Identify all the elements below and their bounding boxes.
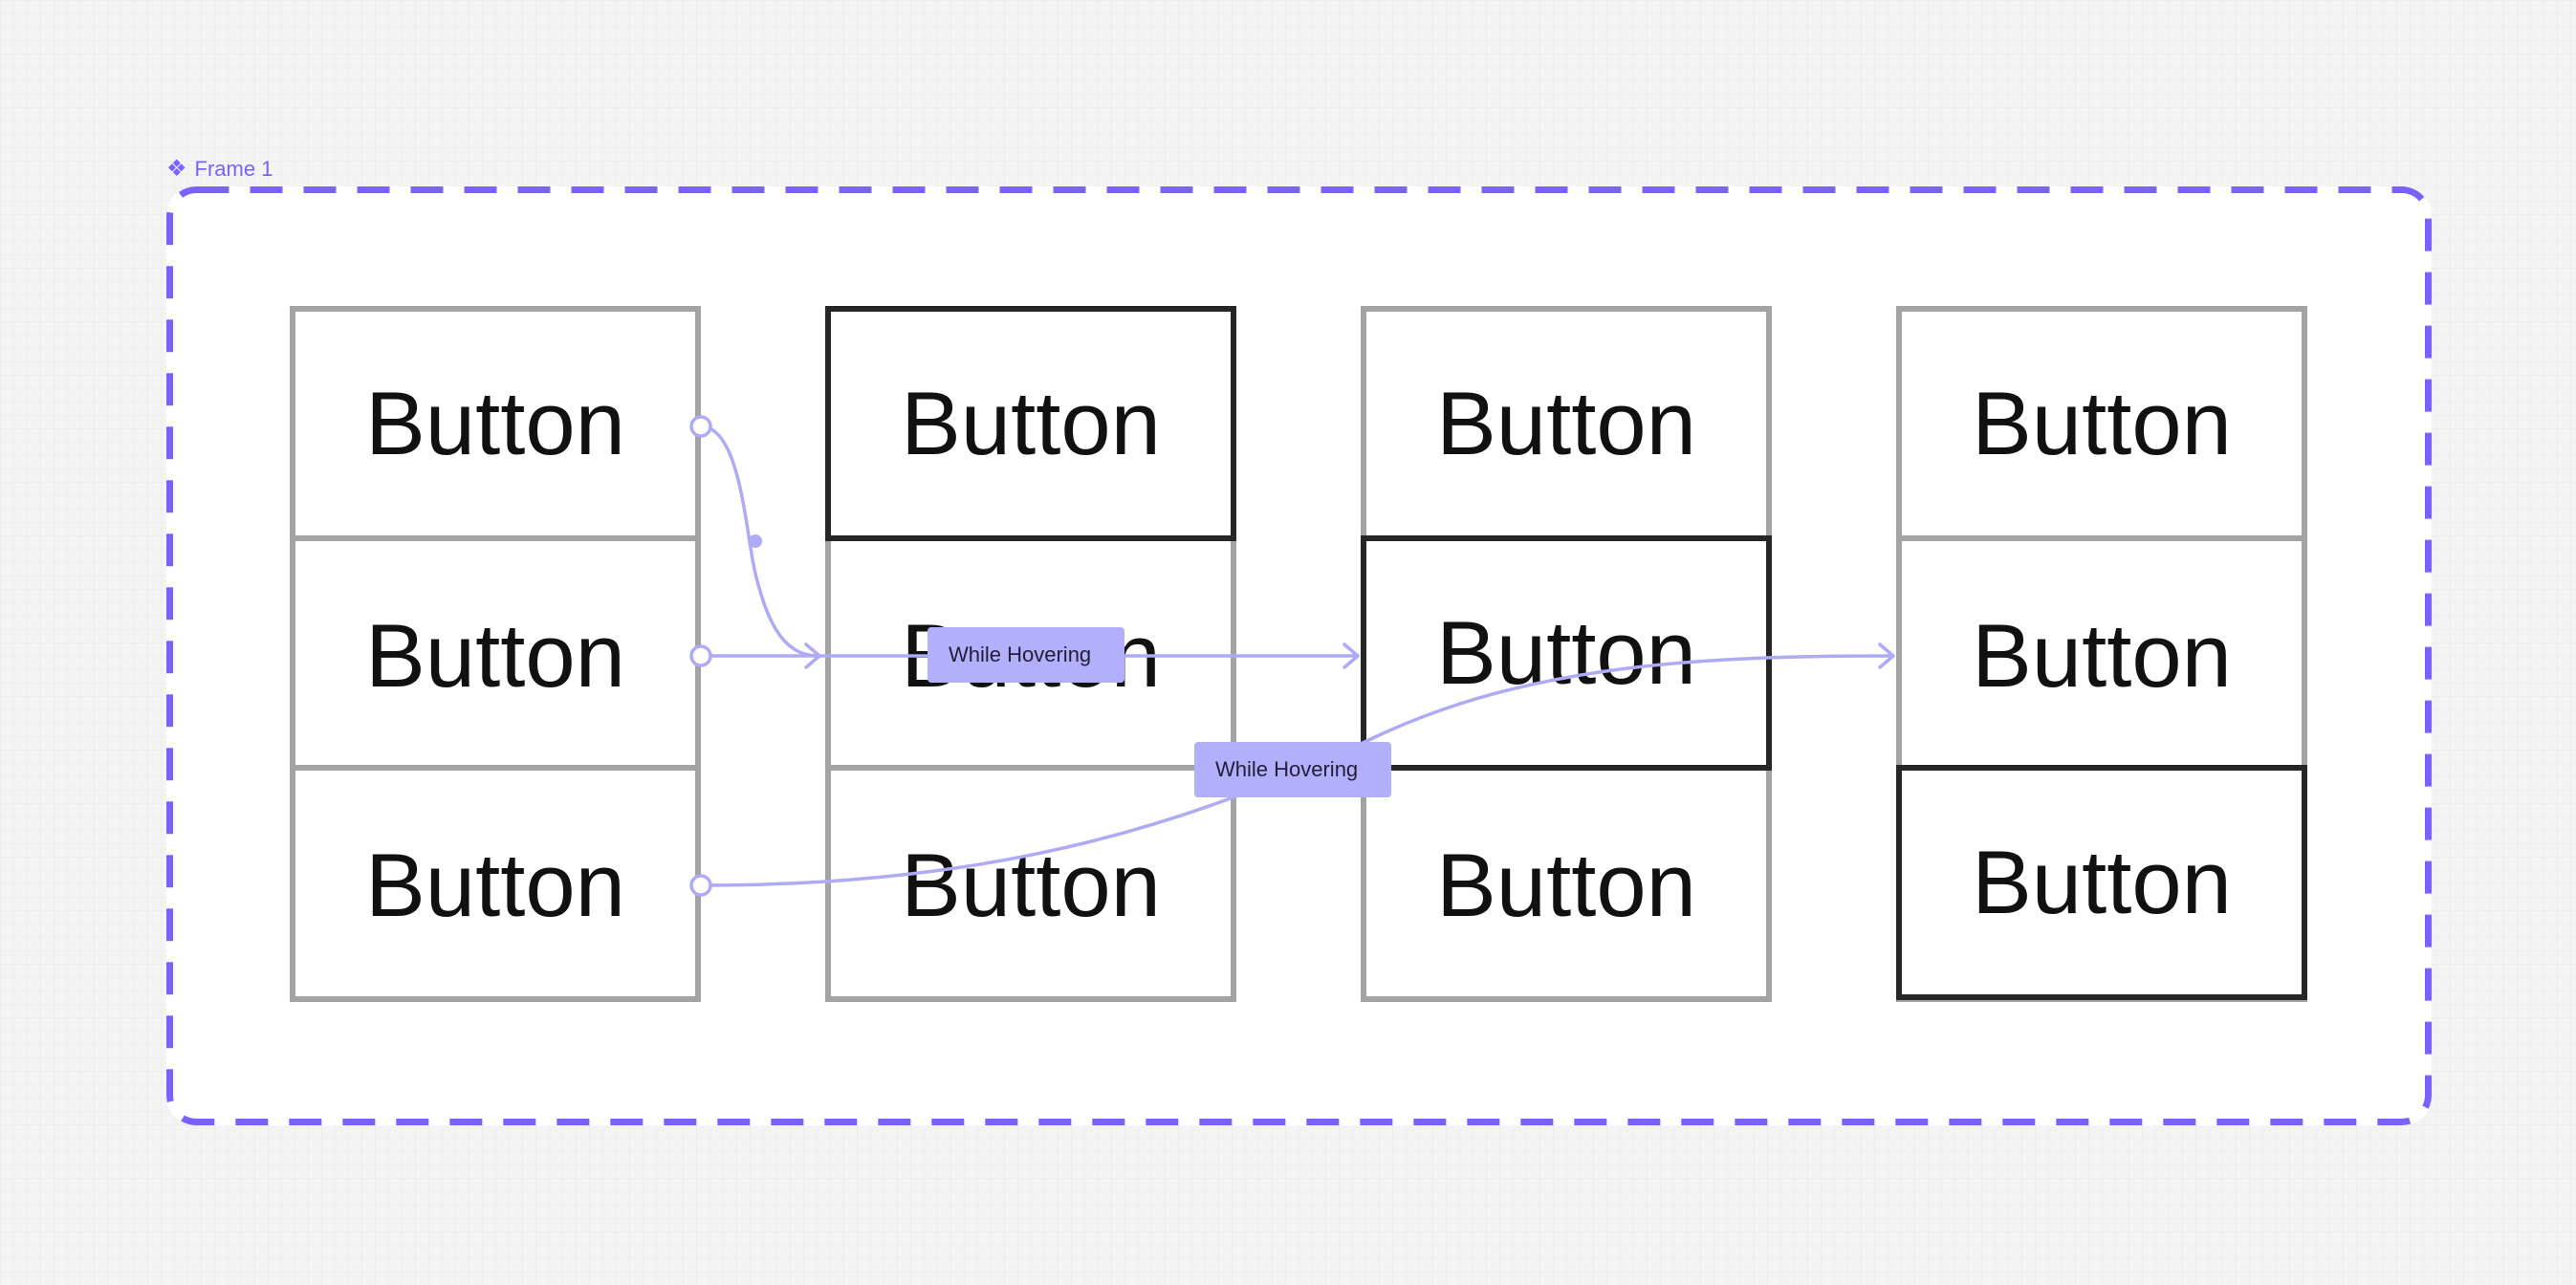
variant-4-button-2[interactable]: Button	[1896, 535, 2307, 771]
component-icon: ❖	[166, 156, 187, 182]
variant-4-button-1[interactable]: Button	[1972, 373, 2232, 473]
trigger-label-while-hovering-2[interactable]: While Hovering	[1194, 742, 1391, 797]
variant-1-button-1[interactable]: Button	[365, 373, 625, 473]
variant-1-button-2[interactable]: Button	[290, 535, 701, 771]
button-group-variant-3[interactable]: Button Button Button	[1361, 306, 1772, 1002]
variant-3-button-2[interactable]: Button	[1361, 535, 1772, 771]
variant-2-button-3[interactable]: Button	[825, 765, 1236, 1000]
button-group-variant-4[interactable]: Button Button Button	[1896, 306, 2307, 1002]
trigger-label-while-hovering-1[interactable]: While Hovering	[928, 627, 1124, 683]
frame-label[interactable]: ❖ Frame 1	[166, 156, 273, 183]
variant-2-button-1[interactable]: Button	[825, 306, 1236, 541]
variant-4-button-3[interactable]: Button	[1896, 765, 2307, 1000]
frame-title: Frame 1	[194, 157, 273, 181]
variant-3-button-3[interactable]: Button	[1361, 765, 1772, 1000]
variant-1-button-3[interactable]: Button	[290, 765, 701, 1000]
button-group-variant-1[interactable]: Button Button Button	[290, 306, 701, 1002]
variant-3-button-1[interactable]: Button	[1436, 373, 1696, 473]
